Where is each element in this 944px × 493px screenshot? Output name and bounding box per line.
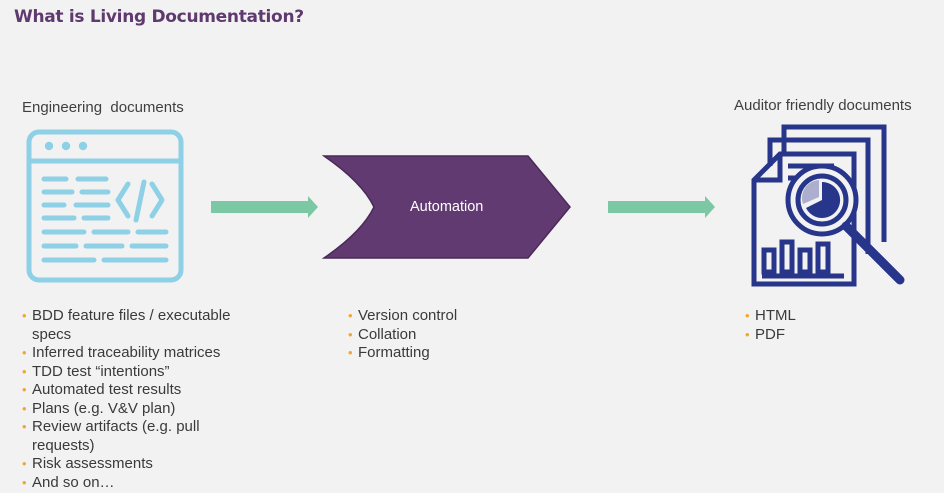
arrow-right-icon (211, 196, 318, 218)
list-item: Review artifacts (e.g. pull requests) (22, 418, 257, 455)
code-window-icon (26, 129, 184, 283)
auditor-documents-list: HTML PDF (745, 307, 865, 344)
auditor-documents-label: Auditor friendly documents (734, 97, 912, 114)
automation-list: Version control Collation Formatting (348, 307, 508, 363)
list-item: HTML (745, 307, 865, 326)
document-report-magnifier-icon (751, 124, 905, 287)
list-item: BDD feature files / executable specs (22, 307, 257, 344)
list-item: Inferred traceability matrices (22, 344, 257, 363)
list-item: And so on… (22, 474, 257, 493)
list-item: Formatting (348, 344, 508, 363)
arrow-right-icon (608, 196, 715, 218)
list-item: Plans (e.g. V&V plan) (22, 400, 257, 419)
engineering-documents-label: Engineering documents (22, 99, 184, 116)
engineering-documents-list: BDD feature files / executable specs Inf… (22, 307, 257, 492)
page-title: What is Living Documentation? (14, 7, 304, 27)
list-item: PDF (745, 326, 865, 345)
list-item: Collation (348, 326, 508, 345)
list-item: Risk assessments (22, 455, 257, 474)
automation-process-shape (322, 155, 571, 259)
list-item: Automated test results (22, 381, 257, 400)
automation-label: Automation (410, 199, 484, 215)
list-item: Version control (348, 307, 508, 326)
list-item: TDD test “intentions” (22, 363, 257, 382)
